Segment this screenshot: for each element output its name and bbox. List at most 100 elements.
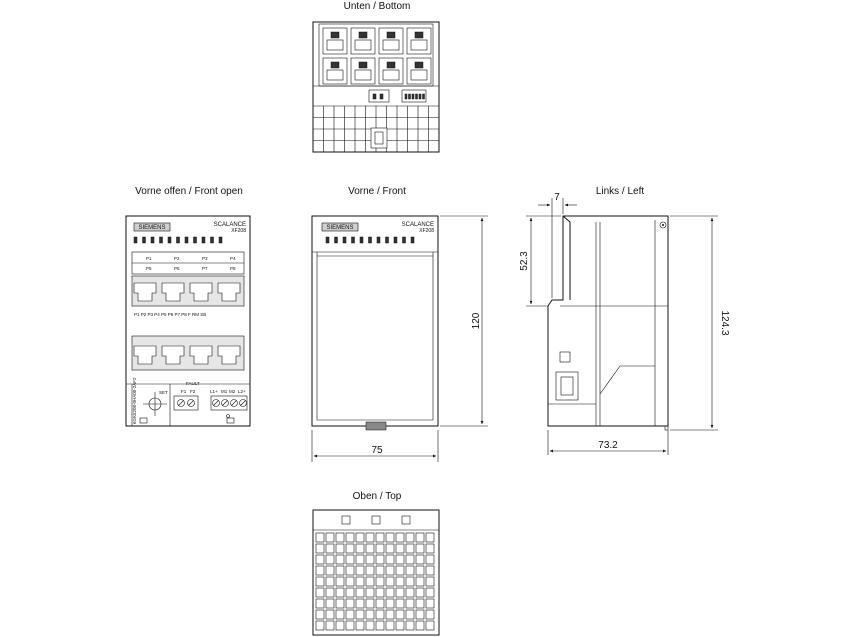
port-label: P3 — [202, 256, 208, 261]
top-vent-cell — [405, 620, 415, 631]
top-vent-cell — [345, 576, 355, 587]
bottom-port-latch — [414, 31, 424, 39]
left-view — [547, 215, 669, 431]
top-vent-cell — [395, 532, 405, 543]
top-vent-cell — [395, 609, 405, 620]
bottom-view — [312, 21, 440, 153]
front-open-view-title: Vorne offen / Front open — [135, 186, 243, 197]
top-vent-cell — [385, 587, 395, 598]
top-vent-cell — [375, 554, 385, 565]
top-vent-cell — [385, 609, 395, 620]
led-indicator — [150, 236, 155, 244]
top-vent-cell — [425, 620, 435, 631]
top-vent-cell — [315, 565, 325, 576]
terminal-screw-slot — [222, 400, 228, 406]
top-vent-cell — [395, 554, 405, 565]
rj45-port-shape — [189, 282, 213, 302]
front-open-led-row: P1 P2 P3 P4 P5 P6 P7 P8 F RM SB — [134, 312, 206, 317]
top-vent-cell — [375, 609, 385, 620]
rj45-port-shape — [133, 345, 157, 365]
top-vent-cell — [405, 532, 415, 543]
top-vent-cell — [325, 565, 335, 576]
led-indicator — [351, 236, 355, 244]
top-vent-cell — [315, 554, 325, 565]
led-indicator — [368, 236, 372, 244]
bottom-port-latch — [330, 31, 340, 39]
top-vent-cell — [385, 598, 395, 609]
led-indicator — [142, 236, 146, 244]
front-open-order-no: 6GK5208-0HA00-2AF2 — [132, 377, 137, 424]
terminal-label: M1 — [221, 389, 228, 394]
bottom-port-latch — [358, 61, 368, 69]
terminal-label: L2+ — [238, 389, 246, 394]
top-vent-cell — [415, 565, 425, 576]
top-vent-cell — [365, 554, 375, 565]
bottom-port-latch — [386, 61, 396, 69]
top-vent-cell — [425, 609, 435, 620]
top-vent-cell — [425, 543, 435, 554]
top-vent-cell — [365, 543, 375, 554]
rj45-port-shape — [161, 345, 185, 365]
led-indicator — [176, 236, 180, 244]
terminal-screw — [221, 399, 229, 407]
bottom-port-shape — [406, 57, 432, 85]
rj45-port-shape — [133, 282, 157, 302]
top-vent-cell — [335, 620, 345, 631]
terminal-label: F2 — [190, 389, 196, 394]
top-vent-cell — [425, 576, 435, 587]
top-vent-cell — [375, 532, 385, 543]
top-vent-cell — [355, 576, 365, 587]
top-vent-cell — [425, 565, 435, 576]
rj45-port-shape — [217, 345, 241, 365]
left-width-dimension: 73.2 — [598, 440, 618, 451]
top-vent-cell — [395, 598, 405, 609]
top-vent-cell — [405, 598, 415, 609]
top-vent-cell — [325, 598, 335, 609]
terminal-label: F1 — [181, 389, 187, 394]
bottom-terminal-pin — [404, 93, 408, 100]
top-vent-cell — [335, 587, 345, 598]
port-label: P4 — [230, 256, 236, 261]
led-indicator — [201, 236, 206, 244]
left-offset-dimension: 52.3 — [519, 251, 530, 271]
terminal-screw-slot — [178, 400, 184, 406]
top-vent-cell — [415, 587, 425, 598]
top-vent-cell — [325, 554, 335, 565]
led-indicator — [167, 236, 172, 244]
front-dimensions: 75 120 — [311, 215, 488, 462]
led-indicator — [402, 236, 406, 244]
bottom-port-latch — [358, 31, 368, 39]
bottom-port-jack — [410, 39, 428, 51]
top-vent-cell — [425, 554, 435, 565]
top-vent-cell — [335, 532, 345, 543]
top-vent-cell — [365, 587, 375, 598]
top-vent-cell — [315, 620, 325, 631]
top-vent-cell — [345, 543, 355, 554]
top-vent-cell — [345, 565, 355, 576]
front-open-model: XF208 — [231, 228, 246, 234]
led-indicator — [133, 236, 138, 244]
rj45-port-shape — [161, 282, 185, 302]
led-indicator — [325, 236, 330, 244]
terminal-screw — [187, 399, 195, 407]
top-vent-cell — [335, 543, 345, 554]
bottom-terminal-pin — [415, 93, 418, 100]
port-label: P7 — [202, 266, 208, 271]
port-label: P1 — [146, 256, 152, 261]
front-open-brand: SIEMENS — [138, 225, 165, 231]
top-vent-cell — [355, 587, 365, 598]
led-indicator — [376, 236, 381, 244]
top-vent-cell — [365, 620, 375, 631]
rj45-port-shape — [189, 345, 213, 365]
left-dimensions: 7 52.3 73.2 124.3 — [519, 192, 730, 455]
top-vent-cell — [385, 532, 395, 543]
top-vent-cell — [405, 554, 415, 565]
top-vent-cell — [395, 543, 405, 554]
top-vent-cell — [415, 598, 425, 609]
rj45-port-shape — [217, 282, 241, 302]
led-indicator — [184, 236, 189, 244]
top-vent-cell — [325, 532, 335, 543]
bottom-terminal-pin — [418, 93, 422, 100]
